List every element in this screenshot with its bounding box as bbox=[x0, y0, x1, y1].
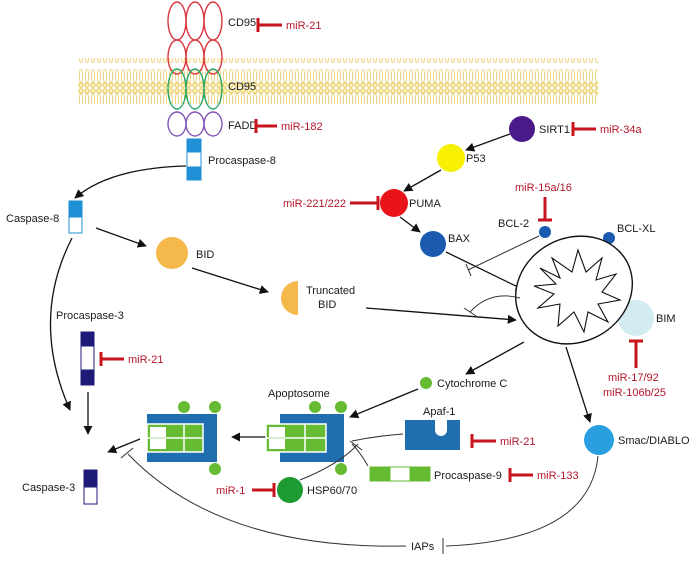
caspase8-block bbox=[68, 200, 83, 234]
arrow-bax-to-mito bbox=[445, 251, 525, 291]
fadd-inhibitor bbox=[254, 119, 277, 133]
cd95l-ligand bbox=[167, 1, 223, 41]
cell-membrane bbox=[78, 58, 598, 104]
bim-mirna-1: miR-17/92 bbox=[608, 372, 659, 384]
sirt1-inhibitor bbox=[571, 122, 596, 136]
tbid-blocks-bcl2 bbox=[463, 295, 521, 317]
bcl2-inhibits-bax bbox=[465, 235, 540, 277]
hsp-label: HSP60/70 bbox=[307, 485, 357, 497]
apoptosome bbox=[265, 401, 347, 475]
p53-protein bbox=[437, 144, 465, 172]
caspase8-label: Caspase-8 bbox=[6, 213, 59, 225]
cytochrome-c-protein bbox=[420, 377, 432, 389]
cd95l-mirna: miR-21 bbox=[286, 20, 321, 32]
smac-inhibits-iaps bbox=[442, 455, 599, 554]
apaf1-mirna: miR-21 bbox=[500, 436, 535, 448]
truncated-bid-label-2: BID bbox=[318, 299, 336, 311]
procaspase3-inhibitor bbox=[99, 352, 124, 366]
arrow-cytc-to-apoptosome bbox=[349, 388, 419, 419]
arrow-bid-to-tbid bbox=[191, 267, 269, 294]
p53-label: P53 bbox=[466, 153, 486, 165]
caspase3-block bbox=[83, 469, 98, 505]
arrow-mito-to-smac bbox=[565, 346, 592, 423]
bcl2-mirna: miR-15a/16 bbox=[515, 182, 572, 194]
smac-label: Smac/DIABLO bbox=[618, 435, 690, 447]
procaspase3-block bbox=[80, 331, 95, 386]
apaf1-protein bbox=[405, 420, 460, 450]
procaspase8-label: Procaspase-8 bbox=[208, 155, 276, 167]
puma-label: PUMA bbox=[409, 198, 441, 210]
arrow-p53-to-puma bbox=[403, 169, 442, 192]
puma-mirna: miR-221/222 bbox=[283, 198, 346, 210]
bim-mirna-2: miR-106b/25 bbox=[603, 387, 666, 399]
apaf1-label: Apaf-1 bbox=[423, 406, 455, 418]
procaspase8-block bbox=[186, 138, 202, 181]
bim-inhibitor bbox=[629, 339, 643, 368]
active-apoptosome bbox=[146, 401, 221, 475]
caspase3-label: Caspase-3 bbox=[22, 482, 75, 494]
bim-label: BIM bbox=[656, 313, 676, 325]
apaf1-joins-apoptosome bbox=[351, 433, 404, 442]
arrow-active-to-casp3 bbox=[107, 438, 141, 454]
cd95l-inhibitor bbox=[256, 18, 282, 32]
cytochrome-c-label: Cytochrome C bbox=[437, 378, 507, 390]
sirt1-mirna: miR-34a bbox=[600, 124, 642, 136]
sirt1-protein bbox=[509, 116, 535, 142]
hsp-mirna: miR-1 bbox=[216, 485, 245, 497]
cd95l-label: CD95L bbox=[228, 17, 262, 29]
cd95-receptor bbox=[167, 68, 223, 110]
hsp-blocks-apoptosome bbox=[299, 440, 363, 481]
truncated-bid-protein bbox=[281, 281, 298, 315]
puma-protein bbox=[380, 189, 408, 217]
iaps-label: IAPs bbox=[411, 541, 435, 553]
bid-protein bbox=[156, 237, 188, 269]
arrow-sirt1-to-p53 bbox=[465, 133, 511, 152]
procaspase9-label: Procaspase-9 bbox=[434, 470, 502, 482]
arrow-casp8-to-bid bbox=[95, 227, 147, 248]
smac-protein bbox=[584, 425, 614, 455]
arrow-casp8-to-casp3 bbox=[49, 237, 73, 411]
arrow-mito-to-cytc bbox=[465, 341, 525, 375]
bcl2-protein bbox=[539, 226, 551, 238]
apoptosome-label: Apoptosome bbox=[268, 388, 330, 400]
procaspase9-mirna: miR-133 bbox=[537, 470, 579, 482]
truncated-bid-label-1: Truncated bbox=[306, 285, 355, 297]
bax-protein bbox=[420, 231, 446, 257]
hsp-inhibitor bbox=[252, 483, 276, 497]
procaspase9-inhibitor bbox=[508, 468, 533, 482]
procaspase9-block bbox=[369, 466, 431, 482]
hsp-protein bbox=[277, 477, 303, 503]
bid-label: BID bbox=[196, 249, 214, 261]
bcl2-inhibitor bbox=[538, 197, 552, 222]
cd95-label: CD95 bbox=[228, 81, 256, 93]
procaspase3-mirna: miR-21 bbox=[128, 354, 163, 366]
bcl2-label: BCL-2 bbox=[498, 218, 529, 230]
arrow-procasp8-to-casp8 bbox=[74, 165, 187, 199]
puma-inhibitor bbox=[350, 196, 380, 210]
bax-label: BAX bbox=[448, 233, 471, 245]
fadd-mirna: miR-182 bbox=[281, 121, 323, 133]
fadd-adaptor bbox=[167, 111, 223, 137]
cd95l-ligand-lower bbox=[167, 39, 223, 75]
bclxl-label: BCL-XL bbox=[617, 223, 656, 235]
procaspase3-label: Procaspase-3 bbox=[56, 310, 124, 322]
apaf1-inhibitor bbox=[470, 434, 496, 448]
sirt1-label: SIRT1 bbox=[539, 124, 570, 136]
arrow-tbid-to-mito bbox=[365, 307, 517, 324]
iaps-inhibit-caspase3 bbox=[120, 447, 407, 547]
procasp9-joins-apoptosome bbox=[351, 443, 369, 467]
mitochondrion bbox=[514, 235, 634, 345]
bim-protein bbox=[618, 300, 654, 336]
fadd-label: FADD bbox=[228, 120, 257, 132]
arrow-puma-to-bax bbox=[399, 216, 421, 233]
